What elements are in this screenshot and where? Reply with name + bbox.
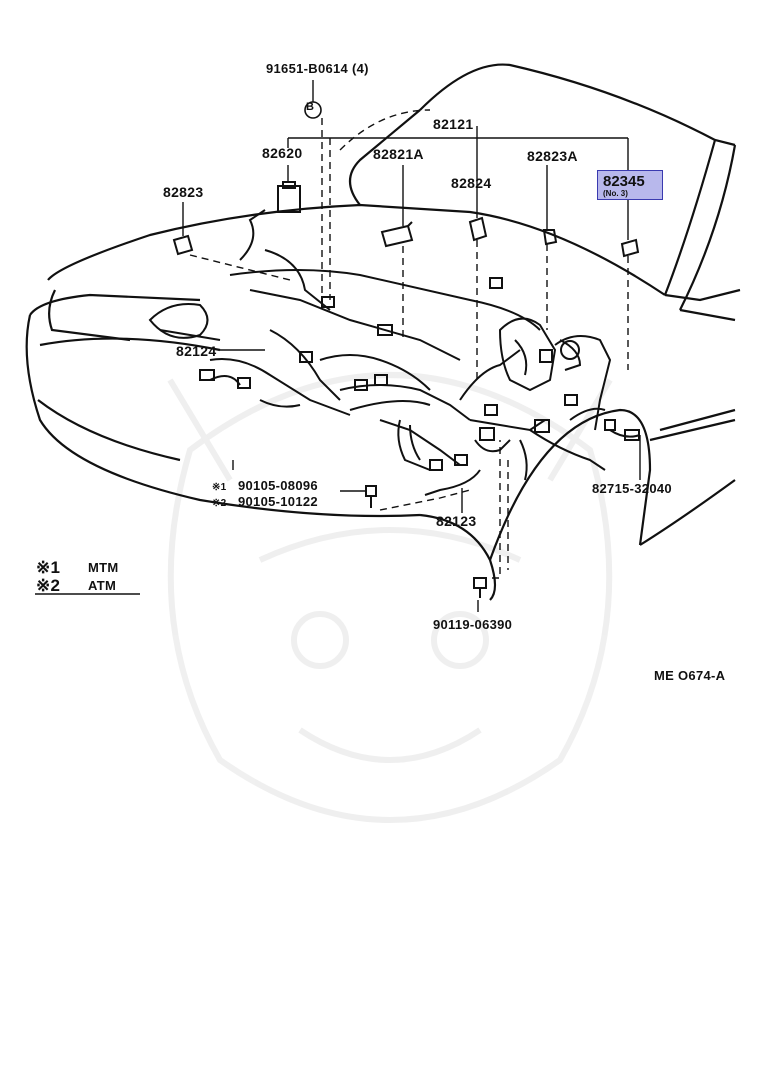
drawing-code: ME O674-A [654, 668, 726, 683]
bolt-bottom-icon[interactable] [473, 577, 487, 598]
label-82124[interactable]: 82124 [176, 343, 217, 359]
label-82821a[interactable]: 82821A [373, 146, 424, 162]
label-bolt-mtm[interactable]: 90105-08096 [238, 478, 318, 493]
legend-mark-2: ※2 [36, 576, 61, 595]
mark-1-text: ※1 [212, 482, 227, 493]
watermark-emblem [167, 372, 613, 823]
leader-lines [182, 80, 641, 612]
part-82620-relay[interactable] [277, 181, 301, 213]
label-82823[interactable]: 82823 [163, 184, 204, 200]
highlight-82345[interactable]: 82345 (No. 3) [597, 170, 663, 200]
label-bolt-atm[interactable]: 90105-10122 [238, 494, 318, 509]
engine-harness [148, 209, 641, 496]
mark-1-inline: ※1 [212, 478, 227, 493]
part-82824-connector[interactable] [468, 216, 488, 242]
legend-atm: ATM [88, 578, 117, 593]
part-82345-clip[interactable] [620, 238, 640, 258]
mark-2-text: ※2 [212, 498, 227, 509]
highlight-number: 82345 [603, 173, 645, 190]
label-82121[interactable]: 82121 [433, 116, 474, 132]
part-82821a-clamp[interactable] [380, 221, 414, 248]
part-82823a-clip[interactable] [542, 229, 558, 246]
highlight-sub: (No. 3) [603, 189, 628, 198]
legend-mark-1: ※1 [36, 558, 61, 577]
label-82123[interactable]: 82123 [436, 513, 477, 529]
label-82620[interactable]: 82620 [262, 145, 303, 161]
callout-b-letter: B [306, 101, 315, 113]
car-body [25, 63, 741, 601]
legend-mtm: MTM [88, 560, 119, 575]
label-82823a[interactable]: 82823A [527, 148, 578, 164]
label-82715[interactable]: 82715-32040 [592, 481, 672, 496]
dashed-lines [189, 109, 629, 579]
mark-2-inline: ※2 [212, 494, 227, 509]
label-82824[interactable]: 82824 [451, 175, 492, 191]
bolt-mid-icon[interactable] [365, 485, 377, 508]
part-82823-clip[interactable] [172, 234, 194, 256]
label-bolt-top[interactable]: 91651-B0614 (4) [266, 61, 369, 76]
label-bolt-bottom[interactable]: 90119-06390 [433, 617, 513, 632]
